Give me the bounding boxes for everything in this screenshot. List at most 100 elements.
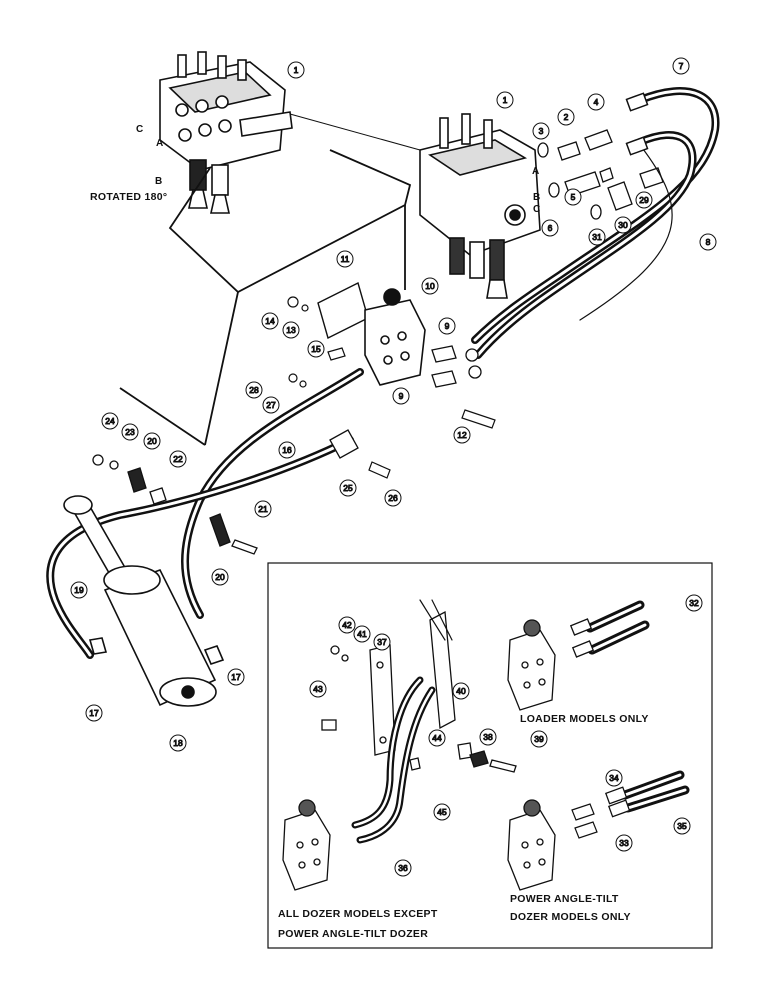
callout-40: 40 — [452, 682, 470, 700]
svg-text:12: 12 — [457, 430, 467, 440]
callout-21: 21 — [254, 500, 272, 518]
svg-text:22: 22 — [173, 454, 183, 464]
caption-all-dozer-1: ALL DOZER MODELS EXCEPT — [278, 908, 438, 920]
callout-7: 7 — [672, 57, 690, 75]
port-letter-b-top: B — [155, 176, 162, 187]
callout-37: 37 — [373, 633, 391, 651]
inset-hoses — [351, 599, 453, 844]
callout-23: 23 — [121, 423, 139, 441]
callout-42: 42 — [338, 616, 356, 634]
callout-17-left: 17 — [85, 704, 103, 722]
tractor-body-outline — [119, 149, 412, 446]
callout-28: 28 — [245, 381, 263, 399]
inset-selector-valve-loader — [507, 619, 556, 711]
svg-text:9: 9 — [399, 391, 404, 401]
svg-text:21: 21 — [258, 504, 268, 514]
port-letter-a-right: A — [532, 166, 539, 177]
callout-25: 25 — [339, 479, 357, 497]
callout-12: 12 — [453, 426, 471, 444]
svg-text:1: 1 — [503, 95, 508, 105]
callout-19: 19 — [70, 581, 88, 599]
callout-9-b: 9 — [392, 387, 410, 405]
svg-text:5: 5 — [571, 192, 576, 202]
svg-text:32: 32 — [689, 598, 699, 608]
callout-27: 27 — [262, 396, 280, 414]
inset-panel — [267, 562, 713, 949]
svg-text:24: 24 — [105, 416, 115, 426]
clamps — [92, 429, 359, 555]
connector-line — [289, 113, 421, 151]
svg-text:38: 38 — [483, 732, 493, 742]
svg-text:4: 4 — [594, 97, 599, 107]
svg-text:36: 36 — [398, 863, 408, 873]
svg-text:20: 20 — [215, 572, 225, 582]
callout-15: 15 — [307, 340, 325, 358]
small-hardware — [287, 296, 496, 479]
svg-text:1: 1 — [294, 65, 299, 75]
callout-5: 5 — [564, 188, 582, 206]
svg-text:33: 33 — [619, 838, 629, 848]
svg-text:42: 42 — [342, 620, 352, 630]
svg-text:37: 37 — [377, 637, 387, 647]
caption-all-dozer-2: POWER ANGLE-TILT DOZER — [278, 928, 428, 940]
svg-text:44: 44 — [432, 733, 442, 743]
callout-43: 43 — [309, 680, 327, 698]
port-letter-a-top: A — [156, 138, 163, 149]
svg-text:25: 25 — [343, 483, 353, 493]
svg-text:19: 19 — [74, 585, 84, 595]
caption-power-angle-2: DOZER MODELS ONLY — [510, 911, 631, 923]
svg-text:45: 45 — [437, 807, 447, 817]
svg-text:7: 7 — [679, 61, 684, 71]
svg-text:16: 16 — [282, 445, 292, 455]
callout-3: 3 — [532, 122, 550, 140]
callout-10: 10 — [421, 277, 439, 295]
svg-text:23: 23 — [125, 427, 135, 437]
callout-17-right: 17 — [227, 668, 245, 686]
callout-35: 35 — [673, 817, 691, 835]
cover-plate — [317, 281, 369, 340]
callout-20-b: 20 — [211, 568, 229, 586]
svg-text:8: 8 — [706, 237, 711, 247]
inset-hoses-loader — [569, 600, 650, 658]
svg-text:26: 26 — [388, 493, 398, 503]
caption-rotated: ROTATED 180° — [90, 191, 167, 203]
tee-fittings — [431, 345, 482, 388]
callout-44: 44 — [428, 729, 446, 747]
svg-text:34: 34 — [609, 773, 619, 783]
port-letter-b-right: B — [533, 192, 540, 203]
svg-text:20: 20 — [147, 436, 157, 446]
svg-text:18: 18 — [173, 738, 183, 748]
callout-41: 41 — [353, 625, 371, 643]
svg-text:39: 39 — [534, 734, 544, 744]
callout-20-a: 20 — [143, 432, 161, 450]
hydraulic-cylinder — [63, 495, 225, 707]
inset-selector-valve-dozer — [282, 799, 331, 891]
callout-1-main: 1 — [496, 91, 514, 109]
svg-text:11: 11 — [341, 254, 350, 264]
svg-text:6: 6 — [548, 223, 553, 233]
control-valve-main — [419, 113, 541, 299]
callout-6: 6 — [541, 219, 559, 237]
callout-13: 13 — [282, 321, 300, 339]
port-letter-c-top: C — [136, 124, 143, 135]
callout-1-top: 1 — [287, 61, 305, 79]
callout-33: 33 — [615, 834, 633, 852]
svg-text:2: 2 — [564, 112, 569, 122]
svg-text:3: 3 — [539, 126, 544, 136]
svg-text:27: 27 — [266, 400, 276, 410]
svg-text:10: 10 — [425, 281, 435, 291]
caption-loader: LOADER MODELS ONLY — [520, 713, 649, 725]
hoses-7-8 — [471, 87, 720, 359]
callout-16: 16 — [278, 441, 296, 459]
svg-text:40: 40 — [456, 686, 466, 696]
callout-29: 29 — [635, 191, 653, 209]
callout-45: 45 — [433, 803, 451, 821]
inset-hoses-angle — [571, 770, 690, 839]
svg-text:31: 31 — [592, 232, 602, 242]
callout-36: 36 — [394, 859, 412, 877]
callout-32: 32 — [685, 594, 703, 612]
callout-18: 18 — [169, 734, 187, 752]
port-letter-c-right: C — [533, 204, 540, 215]
callout-31: 31 — [588, 228, 606, 246]
svg-text:28: 28 — [249, 385, 259, 395]
